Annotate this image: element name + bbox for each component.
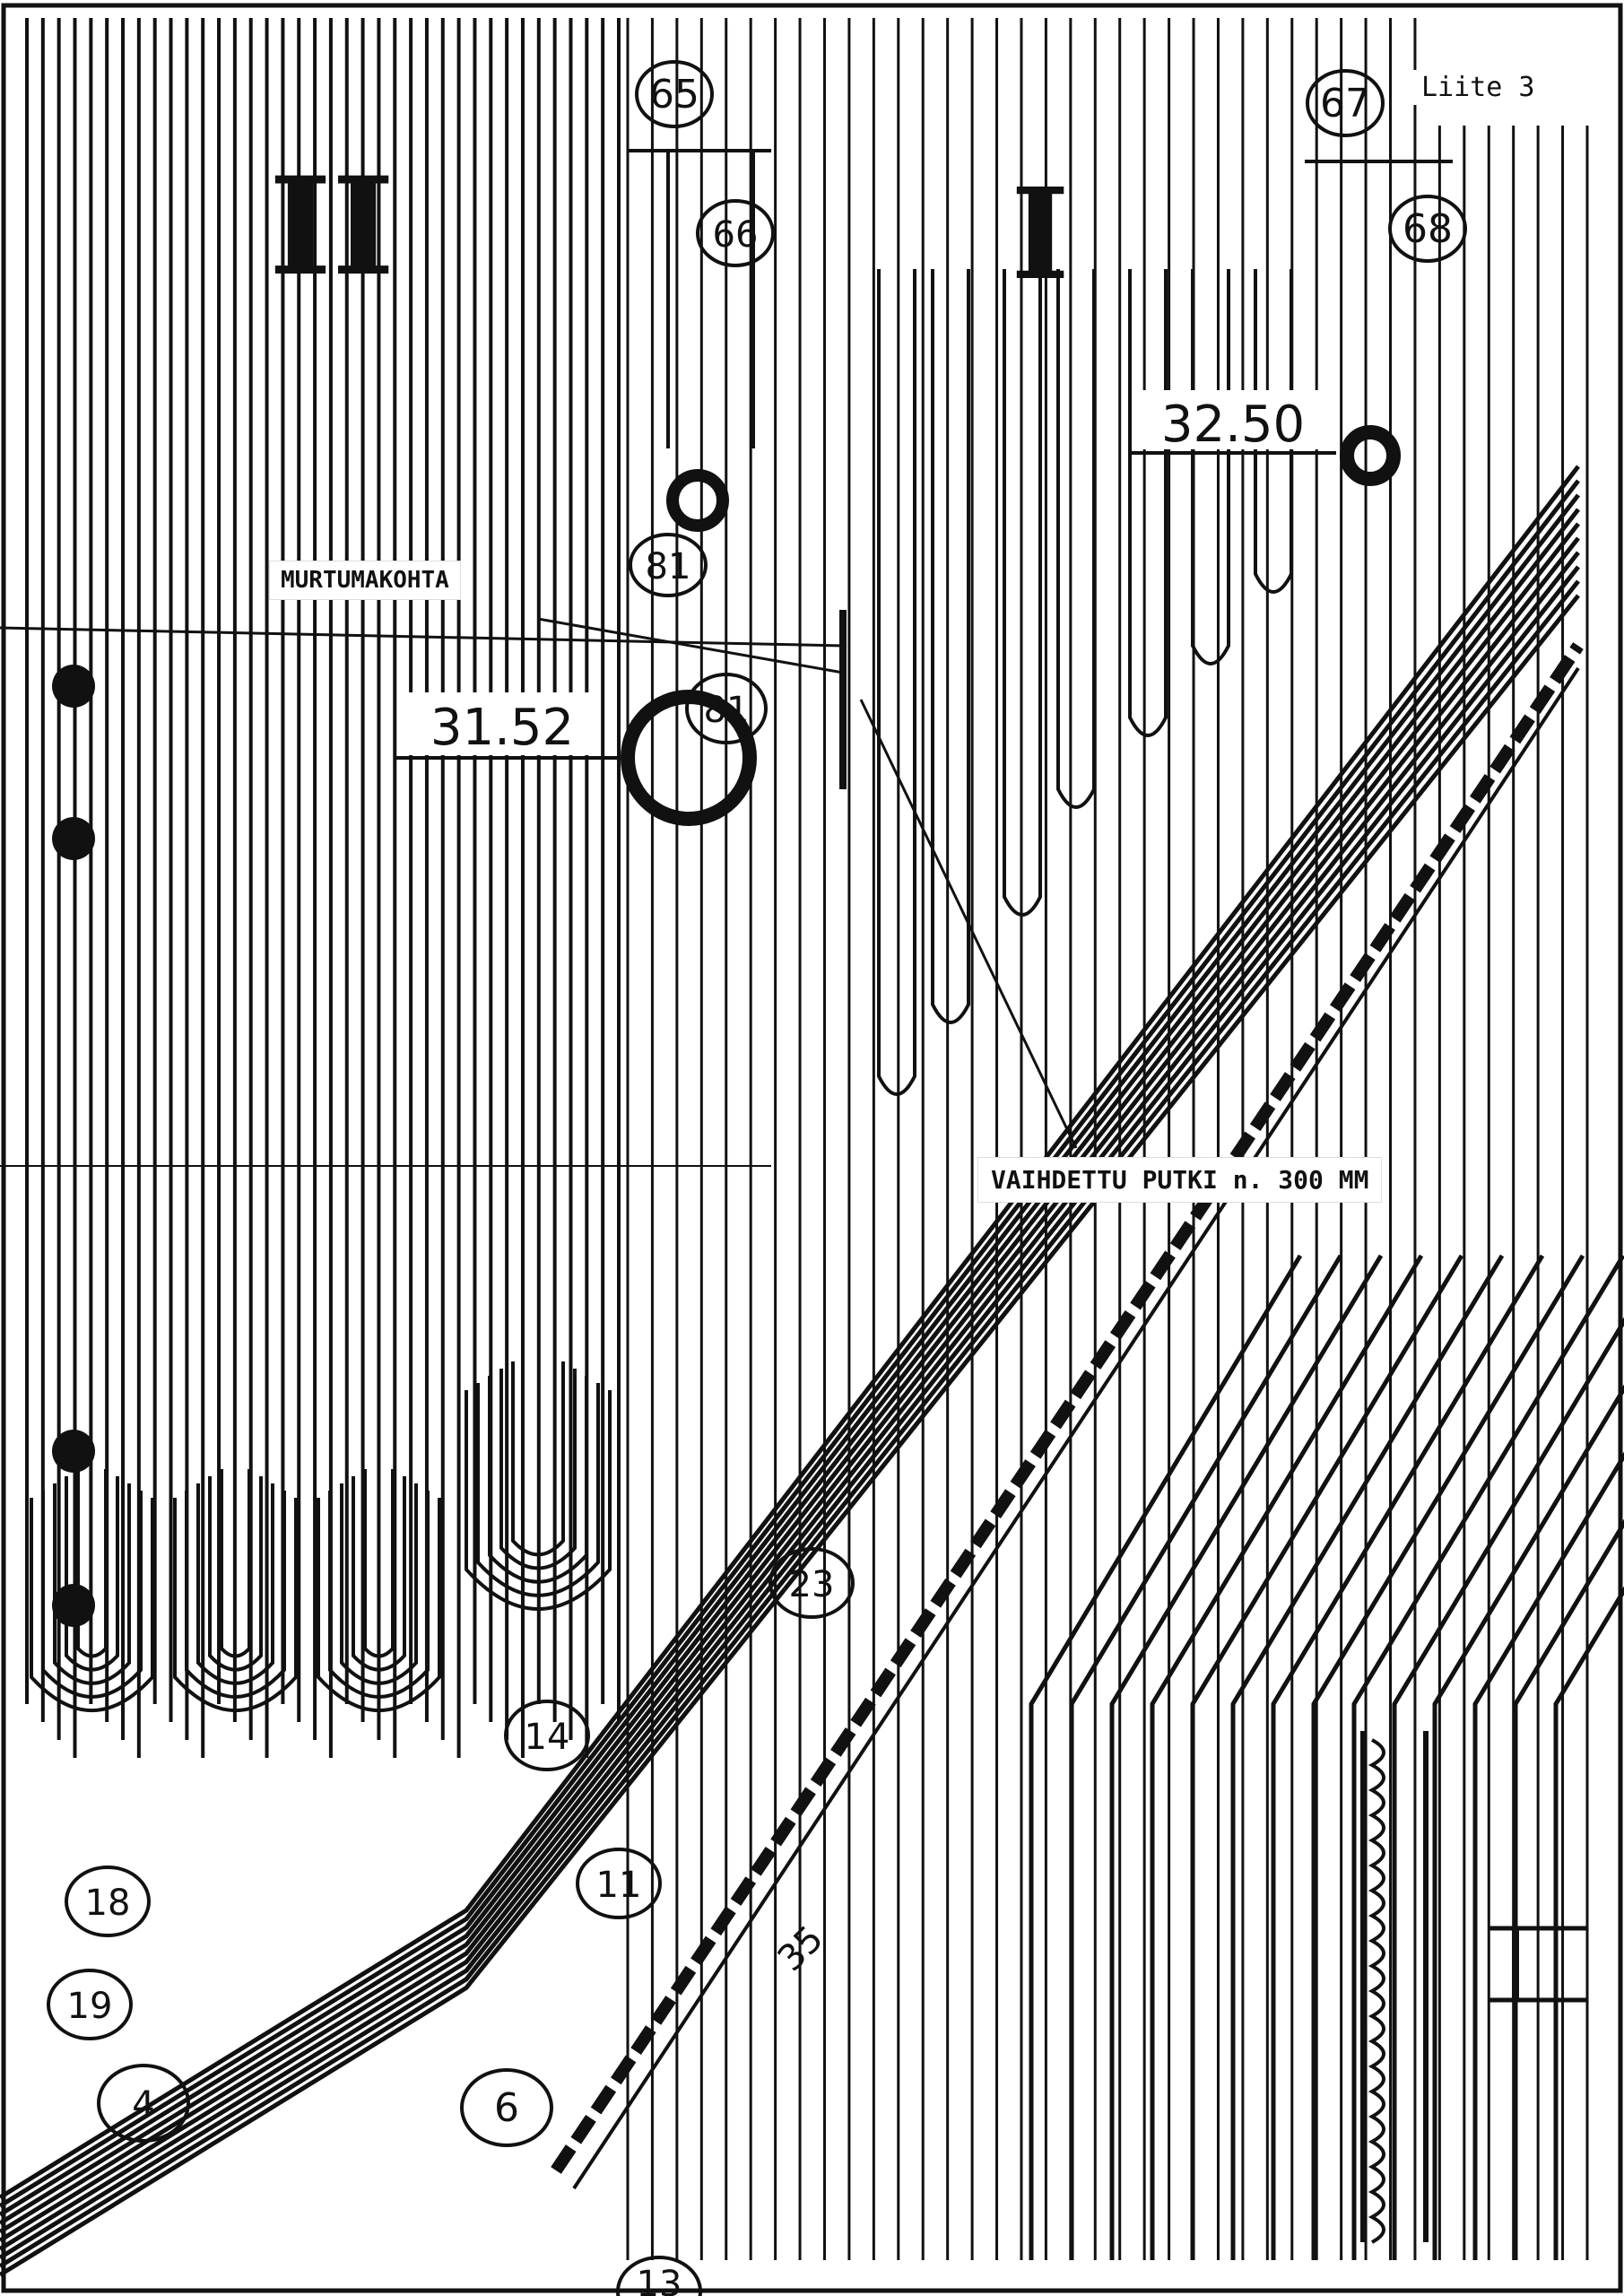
page-frame bbox=[1, 3, 1623, 2293]
tube-loop bbox=[1128, 269, 1168, 737]
lower-tube bbox=[1271, 1254, 1545, 2260]
u-bend bbox=[208, 1476, 263, 1672]
elevation-b: 32.50 bbox=[1161, 396, 1305, 454]
circled-number-19: 19 bbox=[67, 1986, 113, 2027]
circled-number-81-b: 81 bbox=[704, 690, 750, 731]
u-bend bbox=[173, 1498, 298, 1713]
circled-number-66: 66 bbox=[713, 214, 759, 256]
u-bend bbox=[220, 1469, 251, 1658]
diagonal-membrane-edge bbox=[572, 666, 1580, 2190]
tube-loop bbox=[1191, 269, 1230, 665]
circled-number-18: 18 bbox=[85, 1883, 131, 1924]
u-bend bbox=[499, 1369, 577, 1570]
lower-tube bbox=[1190, 1254, 1464, 2260]
diagonal-tube bbox=[0, 493, 1580, 2217]
u-bend bbox=[76, 1469, 108, 1658]
tube-loop bbox=[877, 269, 916, 1096]
u-bend bbox=[340, 1483, 418, 1685]
section-II-label: II bbox=[269, 148, 395, 306]
diagonal-tube bbox=[0, 565, 1580, 2260]
tube-loop bbox=[931, 269, 970, 1024]
appendix-label: Liite 3 bbox=[1412, 70, 1544, 105]
lower-tube bbox=[1432, 1384, 1624, 2260]
diagonal-tube bbox=[0, 551, 1580, 2251]
failure-point-callout: MURTUMAKOHTA bbox=[269, 561, 461, 600]
u-bend bbox=[196, 1483, 274, 1685]
lower-tube bbox=[1029, 1254, 1303, 2260]
circled-number-65: 65 bbox=[649, 72, 699, 117]
replaced-tube-callout: VAIHDETTU PUTKI n. 300 MM bbox=[977, 1157, 1383, 1203]
u-bend bbox=[185, 1491, 286, 1699]
u-bend bbox=[317, 1498, 441, 1713]
lower-tube bbox=[1311, 1254, 1585, 2260]
u-bend bbox=[328, 1491, 430, 1699]
u-bend bbox=[65, 1476, 119, 1672]
u-bend bbox=[363, 1469, 395, 1658]
circled-number-23: 23 bbox=[789, 1564, 835, 1605]
circled-number-13: 13 bbox=[637, 2264, 682, 2296]
tube-loop bbox=[1003, 269, 1042, 917]
circled-number-67: 67 bbox=[1320, 81, 1370, 126]
u-bend bbox=[41, 1491, 143, 1699]
diagonal-tube bbox=[0, 536, 1580, 2243]
circled-number-81: 81 bbox=[646, 546, 691, 587]
u-bend bbox=[488, 1376, 588, 1584]
circled-number-14: 14 bbox=[525, 1717, 570, 1758]
diagonal-tube bbox=[0, 579, 1580, 2268]
right-wall bbox=[1360, 1731, 1587, 2244]
u-bend bbox=[465, 1390, 612, 1611]
diagonal-tube-bundle bbox=[0, 465, 1624, 2277]
lower-tube bbox=[1553, 1586, 1624, 2260]
u-bend bbox=[53, 1483, 131, 1685]
elevation-a: 31.52 bbox=[430, 699, 574, 757]
u-bend bbox=[511, 1361, 565, 1557]
lower-tube bbox=[1069, 1254, 1343, 2260]
diagonal-membrane bbox=[551, 642, 1584, 2174]
diagonal-tube bbox=[0, 508, 1580, 2225]
left-edge-dots bbox=[52, 665, 95, 1627]
section-I-label: I bbox=[1011, 161, 1070, 309]
diagonal-tube bbox=[0, 522, 1580, 2234]
diagonal-tube bbox=[0, 465, 1580, 2200]
lower-tube bbox=[1472, 1451, 1624, 2260]
lower-tube bbox=[1513, 1518, 1624, 2260]
lower-tube bbox=[1392, 1317, 1624, 2260]
circled-number-68: 68 bbox=[1403, 206, 1453, 252]
tube-loop bbox=[1254, 269, 1293, 594]
circled-number-4: 4 bbox=[132, 2084, 154, 2126]
u-bend bbox=[30, 1498, 154, 1713]
circled-number-11: 11 bbox=[596, 1865, 642, 1906]
section-II-u-bends bbox=[30, 1361, 612, 1713]
diagonal-tube bbox=[0, 594, 1580, 2277]
u-bend bbox=[476, 1383, 600, 1597]
section-II-tube-bank bbox=[25, 18, 621, 1758]
lower-tube bbox=[1109, 1254, 1384, 2260]
lower-tube bbox=[1230, 1254, 1505, 2260]
lower-tube bbox=[1150, 1254, 1424, 2260]
circled-number-6: 6 bbox=[494, 2085, 519, 2131]
u-bend bbox=[352, 1476, 406, 1672]
tube-loop bbox=[1056, 269, 1096, 809]
diagonal-tube bbox=[0, 479, 1580, 2208]
lower-tube bbox=[1351, 1254, 1624, 2260]
